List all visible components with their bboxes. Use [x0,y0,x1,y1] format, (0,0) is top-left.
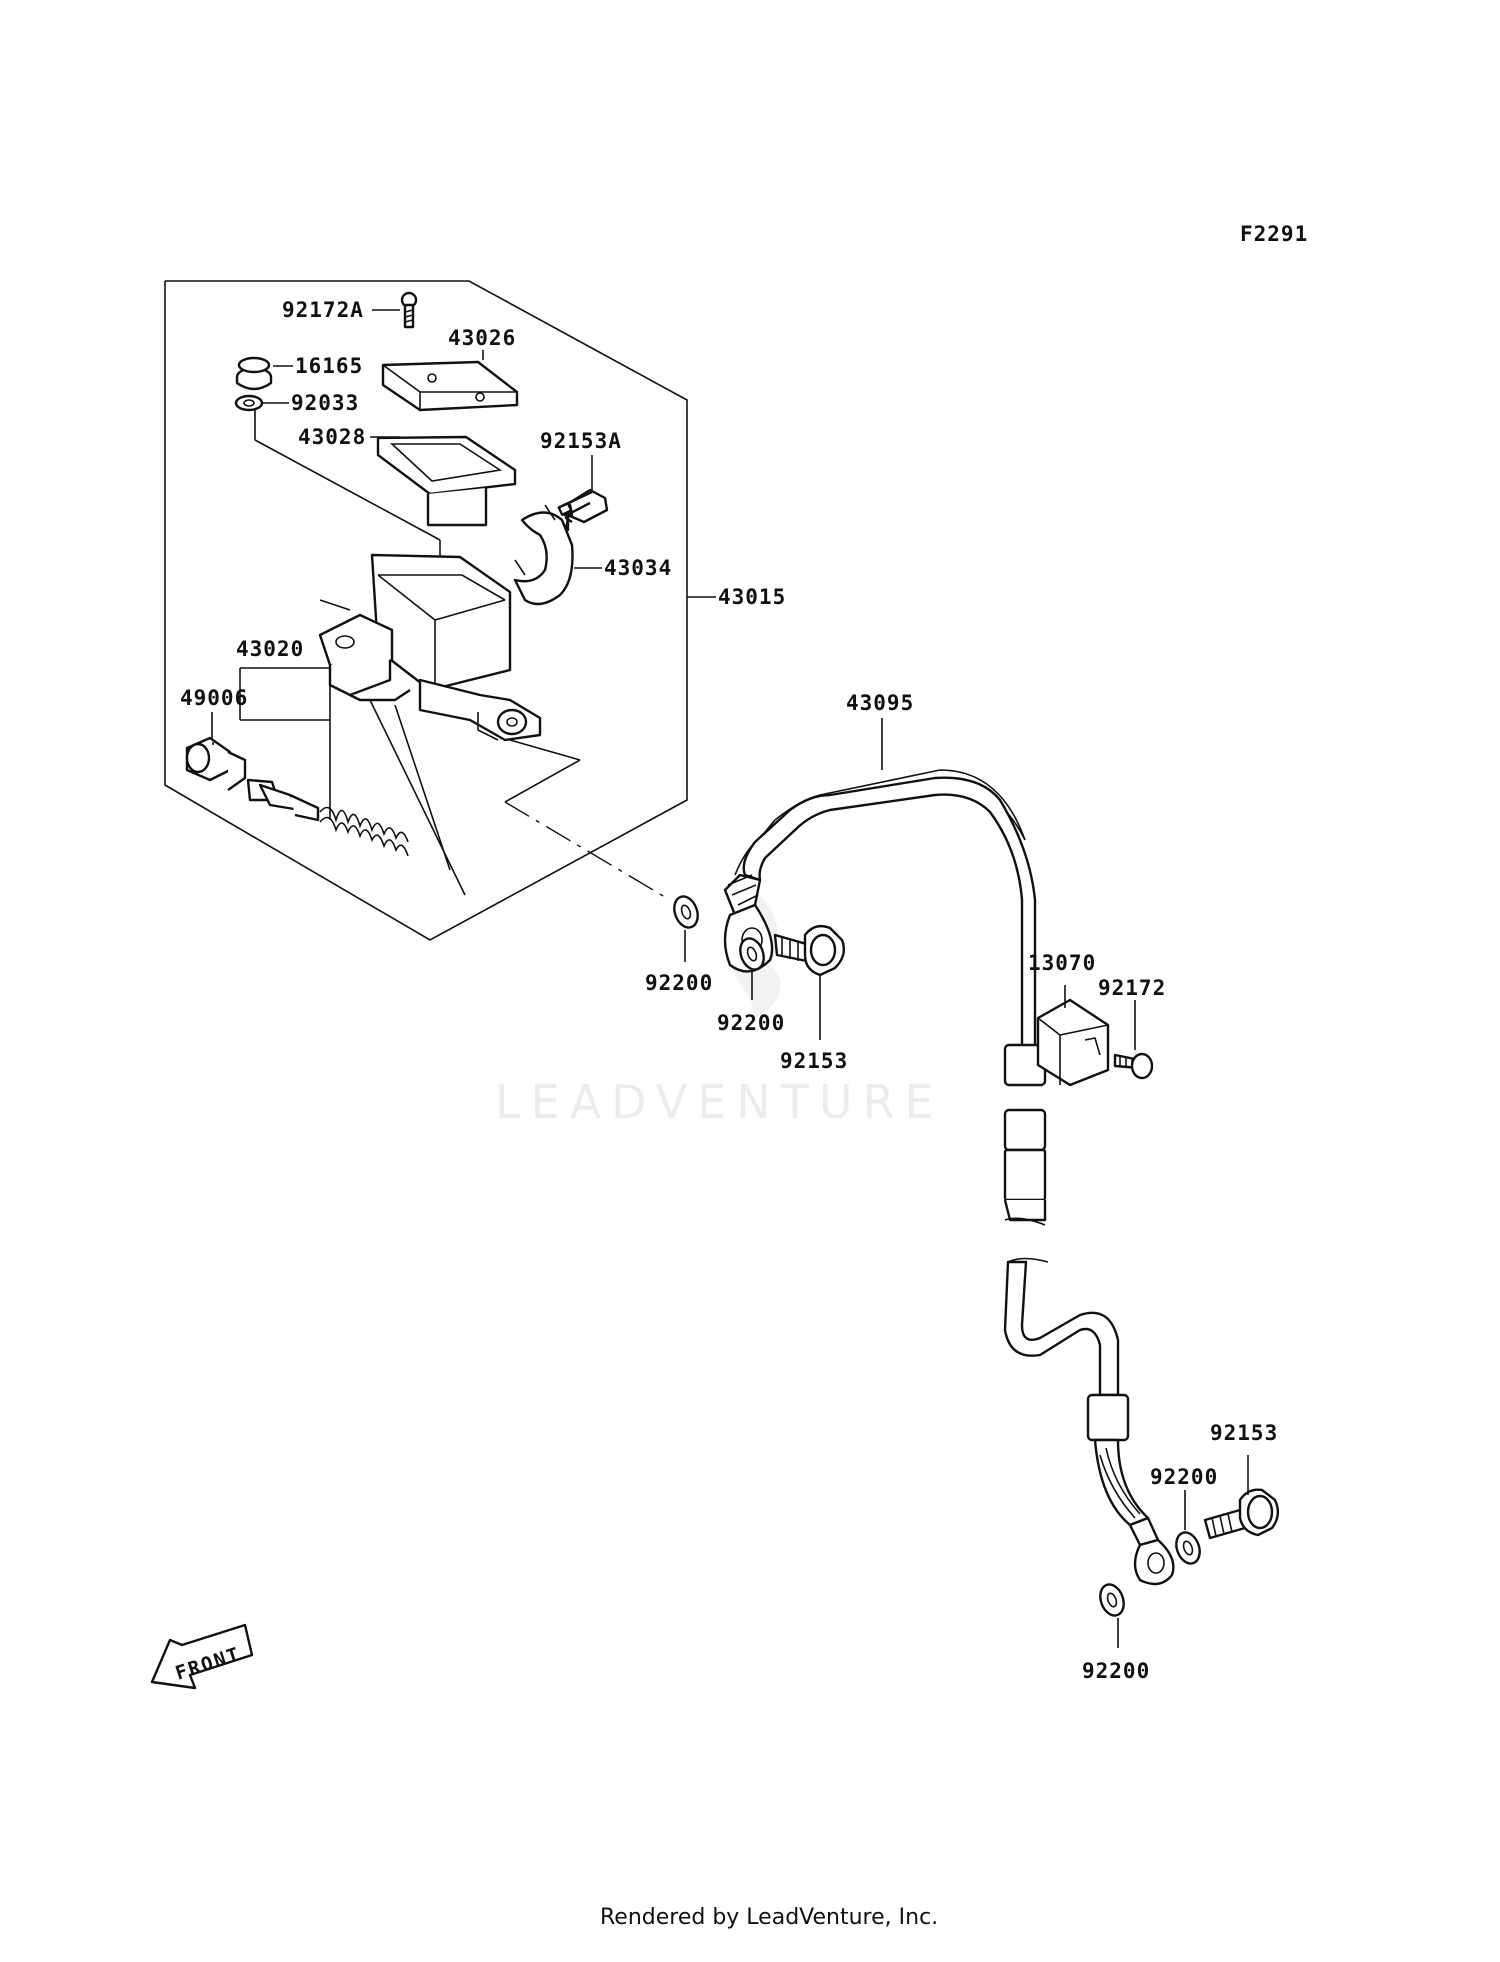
diaphragm-43028 [370,435,517,527]
washer-92200-a [673,895,699,962]
master-cylinder-body [254,410,671,901]
label-92153A: 92153A [540,429,622,453]
piston-assembly-43020 [239,667,331,820]
label-43095: 43095 [846,691,914,715]
label-92153-a: 92153 [780,1049,848,1073]
label-16165: 16165 [295,354,363,378]
watermark: LEADVENTURE [495,882,944,1129]
reservoir-cap-43026 [381,350,519,412]
screw-92172A [372,291,418,329]
label-92172: 92172 [1098,976,1166,1000]
label-43015: 43015 [718,585,786,609]
washer-92200-d [1099,1583,1125,1648]
label-13070: 13070 [1028,951,1096,975]
label-43034: 43034 [604,556,672,580]
banjo-bolt-92153-a [773,924,846,1040]
piston-49006 [185,712,409,857]
brake-hose-43095 [723,718,1175,1586]
svg-text:LEADVENTURE: LEADVENTURE [495,1075,944,1129]
bolt-92153A [557,455,609,532]
washer-92033 [234,394,289,412]
label-92033: 92033 [291,391,359,415]
label-92200-d: 92200 [1082,1659,1150,1683]
clamp-43034 [513,504,602,606]
assembly-box-43015 [164,280,688,941]
footer-credit: Rendered by LeadVenture, Inc. [600,1905,938,1930]
label-92172A: 92172A [282,298,364,322]
boot-16165 [235,356,293,391]
banjo-bolt-92153-b [1203,1455,1280,1540]
front-arrow-icon: FRONT [150,1623,254,1690]
label-92200-c: 92200 [1150,1465,1218,1489]
label-49006: 49006 [180,686,248,710]
label-43026: 43026 [448,326,516,350]
figure-code: F2291 [1240,222,1308,246]
label-43028: 43028 [298,425,366,449]
label-92153-b: 92153 [1210,1421,1278,1445]
hose-clamp-13070 [1036,985,1110,1087]
label-43020: 43020 [236,637,304,661]
washer-92200-b [739,937,765,1000]
screw-92172 [1113,1000,1154,1080]
label-92200-a: 92200 [645,971,713,995]
label-92200-b: 92200 [717,1011,785,1035]
washer-92200-c [1175,1490,1201,1565]
